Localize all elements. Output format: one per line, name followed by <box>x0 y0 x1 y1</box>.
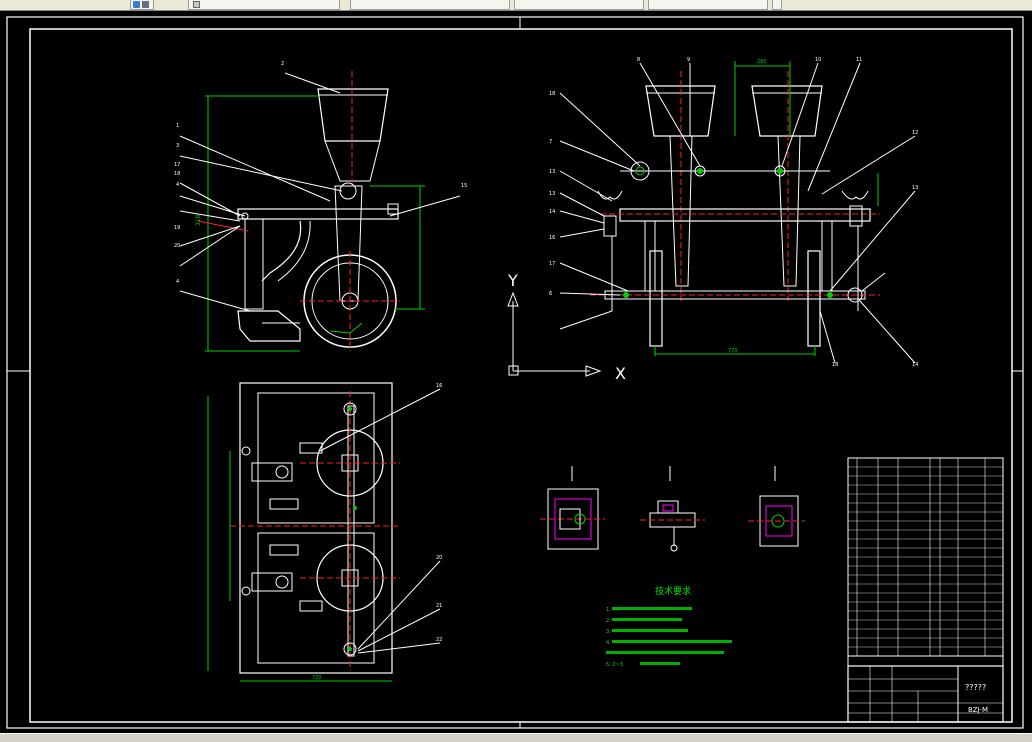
layer-icon <box>142 1 149 8</box>
part-label: 13 <box>549 169 555 175</box>
front-dim-top: 280 <box>757 59 767 65</box>
part-label: 6 <box>549 291 552 297</box>
toolbar-button-end[interactable] <box>772 0 782 10</box>
section-details <box>540 466 805 552</box>
x-axis-label: X <box>615 364 626 383</box>
parts-list <box>847 457 1004 667</box>
title-code: ????? <box>965 683 986 692</box>
drawing-border <box>29 28 1013 723</box>
y-axis-label: Y <box>507 271 518 290</box>
part-label: 11 <box>856 57 862 63</box>
part-label: 12 <box>912 130 918 136</box>
part-label: 16 <box>436 383 442 389</box>
part-label: 18 <box>174 171 180 177</box>
tech-line: 4. <box>606 640 611 646</box>
tech-line: 1. <box>606 607 611 613</box>
toolbar-button-1[interactable] <box>130 0 154 10</box>
part-label: 21 <box>436 603 442 609</box>
front-view-labels: 8 9 10 11 12 18 7 13 13 14 16 17 6 13 14… <box>549 57 918 368</box>
part-label: 17 <box>549 261 555 267</box>
side-view: 310 <box>179 71 461 352</box>
ucs-icon: Y X <box>507 271 626 383</box>
front-view: 280 770 <box>559 59 916 364</box>
part-label: 14 <box>549 209 555 215</box>
part-label: 9 <box>687 57 690 63</box>
part-label: 19 <box>174 225 180 231</box>
part-label: 7 <box>549 139 552 145</box>
tech-title: 技术要求 <box>655 585 691 597</box>
part-label: 3 <box>176 143 179 149</box>
layer-swatch-icon <box>193 1 200 8</box>
side-dim-text: 310 <box>195 214 202 226</box>
top-view: 720 <box>207 382 441 682</box>
part-label: 20 <box>436 555 442 561</box>
toolbar-dropdown-2[interactable] <box>350 0 510 10</box>
part-label: 2 <box>281 61 284 67</box>
part-label: 18 <box>832 362 838 368</box>
drawing-canvas[interactable]: 310 2 1 3 17 18 4 19 20 4 15 <box>0 11 1032 733</box>
top-view-labels: 16 20 21 22 <box>436 383 442 643</box>
part-label: 8 <box>637 57 640 63</box>
part-label: 13 <box>912 185 918 191</box>
part-label: 15 <box>461 183 467 189</box>
toolbar-dropdown-1[interactable] <box>188 0 340 10</box>
part-label: 20 <box>174 243 180 249</box>
top-dim-bottom: 720 <box>312 675 322 681</box>
part-label: 17 <box>174 162 180 168</box>
part-label: 4 <box>176 182 179 188</box>
tech-requirements: 技术要求 1. 2. 3. 4. 5. 2~3 <box>606 585 732 668</box>
tech-line: 3. <box>606 629 611 635</box>
part-label: 4 <box>176 279 179 285</box>
status-strip <box>0 733 1032 742</box>
outer-frame <box>6 16 1024 729</box>
title-block: ????? BZJ-M <box>847 665 1004 723</box>
part-label: 13 <box>549 191 555 197</box>
top-toolbar <box>0 0 1032 11</box>
part-label: 22 <box>436 637 442 643</box>
toolbar-dropdown-4[interactable] <box>648 0 768 10</box>
part-label: 14 <box>912 362 918 368</box>
cad-drawing: 310 2 1 3 17 18 4 19 20 4 15 <box>6 16 1024 729</box>
tech-line: 2. <box>606 618 611 624</box>
tech-line: 5. 2~3 <box>606 662 623 668</box>
part-label: 18 <box>549 91 555 97</box>
part-label: 10 <box>815 57 821 63</box>
drawing-number: BZJ-M <box>968 706 988 714</box>
front-dim-bottom: 770 <box>728 348 738 354</box>
toolbar-dropdown-3[interactable] <box>514 0 644 10</box>
part-label: 16 <box>549 235 555 241</box>
refresh-icon <box>133 1 140 8</box>
side-view-labels: 2 1 3 17 18 4 19 20 4 15 <box>174 61 467 285</box>
part-label: 1 <box>176 123 179 129</box>
